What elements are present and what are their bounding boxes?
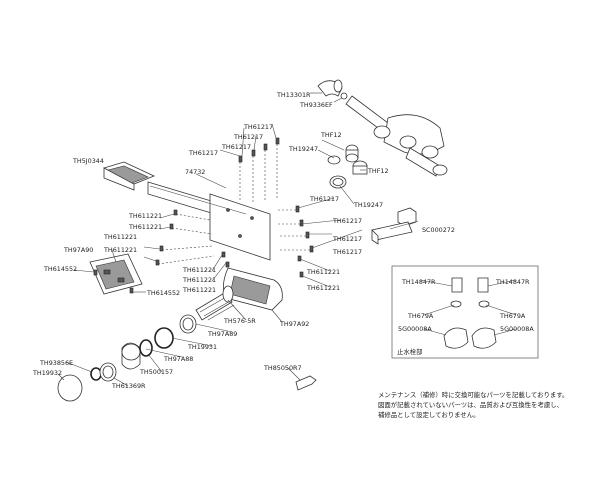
label-th611221-g: TH611221 — [182, 286, 216, 294]
ring-th97a89 — [179, 314, 197, 334]
label-thf12-a: THF12 — [320, 131, 342, 139]
label-th611221-f: TH611221 — [182, 276, 216, 284]
sleeve-th97a88 — [121, 342, 141, 370]
label-th611221-c: TH611221 — [103, 233, 137, 241]
label-th611221-b: TH611221 — [128, 223, 162, 231]
label-th679a-b: TH679A — [499, 312, 526, 320]
label-th13301r: TH13301R — [276, 91, 311, 99]
part-labels: TH13301R TH9336EF TH61217 TH61217 TH6121… — [32, 91, 534, 390]
label-th9336ef: TH9336EF — [299, 101, 333, 109]
ring-th500157 — [139, 339, 153, 357]
label-5g00008a-a: 5G00008A — [398, 325, 432, 333]
label-th14847r-a: TH14847R — [401, 278, 436, 286]
label-74732: 74732 — [185, 168, 205, 176]
handle-cap-th19932 — [57, 374, 83, 402]
note-line-2: 図面が記載されていないパーツは、品質および互換性を考慮し、 — [378, 400, 563, 409]
note-line-3: 補修品として設定しておりません。 — [378, 410, 479, 419]
label-th61369r: TH61369R — [111, 382, 146, 390]
label-th611221-a: TH611221 — [128, 212, 162, 220]
label-th576-5r: TH576-5R — [223, 317, 256, 325]
screws-th61217-upper — [238, 137, 280, 163]
label-th93856e: TH93856E — [39, 359, 73, 367]
handle-ring-th61369r — [99, 362, 117, 382]
label-th19931: TH19931 — [187, 343, 217, 351]
label-th61217-a: TH61217 — [243, 123, 273, 131]
label-th611221-i: TH611221 — [306, 284, 340, 292]
label-th500157: TH500157 — [139, 368, 173, 376]
label-th611221-h: TH611221 — [306, 268, 340, 276]
label-th61217-b: TH61217 — [233, 133, 263, 141]
cover-plate-th97a90 — [89, 253, 143, 295]
leader-lines — [57, 92, 517, 387]
label-th61217-g: TH61217 — [332, 235, 362, 243]
mounting-frame-74732 — [147, 181, 271, 261]
label-th61217-f: TH61217 — [332, 217, 362, 225]
label-th97a89: TH97A89 — [207, 330, 237, 338]
label-th614552-a: TH614552 — [43, 265, 77, 273]
elbow-fitting — [317, 79, 343, 97]
cover-th97a92 — [223, 267, 283, 311]
thf12-connector-top — [345, 144, 359, 163]
screws-th61217-right — [295, 205, 314, 253]
label-5g00008a-b: 5G00008A — [500, 325, 534, 333]
label-th19247-a: TH19247 — [288, 145, 318, 153]
label-th14847r-b: TH14847R — [495, 278, 530, 286]
main-pipe-assembly — [345, 95, 448, 177]
label-sc000272: SC000272 — [422, 226, 455, 234]
ring-th93856e — [90, 367, 102, 381]
o-ring-th19247-upper — [327, 155, 341, 165]
thf12-connector-mid — [352, 160, 368, 175]
screws-th611221 — [155, 209, 304, 278]
label-th19247-b: TH19247 — [353, 201, 383, 209]
label-thf12-b: THF12 — [367, 167, 389, 175]
ring-th19931 — [154, 327, 174, 349]
label-th97a88: TH97A88 — [163, 355, 193, 363]
label-th61217-h: TH61217 — [332, 248, 362, 256]
maintenance-note: メンテナンス（補修）時に交換可能なパーツを記載しております。 図面が記載されてい… — [378, 390, 568, 419]
assembly-guide-lines — [157, 144, 310, 265]
label-th61217-e: TH61217 — [309, 195, 339, 203]
note-line-1: メンテナンス（補修）時に交換可能なパーツを記載しております。 — [378, 390, 568, 399]
label-stop-valve-part: 止水栓部 — [397, 347, 423, 356]
label-th5j0344: TH5J0344 — [72, 157, 104, 165]
small-washer-top — [340, 92, 348, 100]
spout-fitting — [371, 207, 417, 245]
shower-handle-th5j0344 — [102, 161, 156, 191]
stop-valve-inset-box — [391, 265, 539, 359]
label-th19932: TH19932 — [32, 369, 62, 377]
label-th611221-e: TH611221 — [182, 266, 216, 274]
label-th679a-a: TH679A — [407, 312, 434, 320]
label-th85050r7: TH85050R7 — [263, 364, 302, 372]
label-th614552-b: TH614552 — [146, 289, 180, 297]
label-th97a92: TH97A92 — [279, 320, 309, 328]
small-screws-th614552 — [93, 269, 134, 294]
label-th61217-c: TH61217 — [221, 143, 251, 151]
label-th97a90: TH97A90 — [63, 246, 93, 254]
label-th61217-d: TH61217 — [188, 149, 218, 157]
key-th85050r7 — [295, 375, 317, 391]
label-th611221-d: TH611221 — [103, 246, 137, 254]
o-ring-th19247-lower — [329, 175, 347, 189]
cartridge-th576-5r — [195, 285, 235, 321]
